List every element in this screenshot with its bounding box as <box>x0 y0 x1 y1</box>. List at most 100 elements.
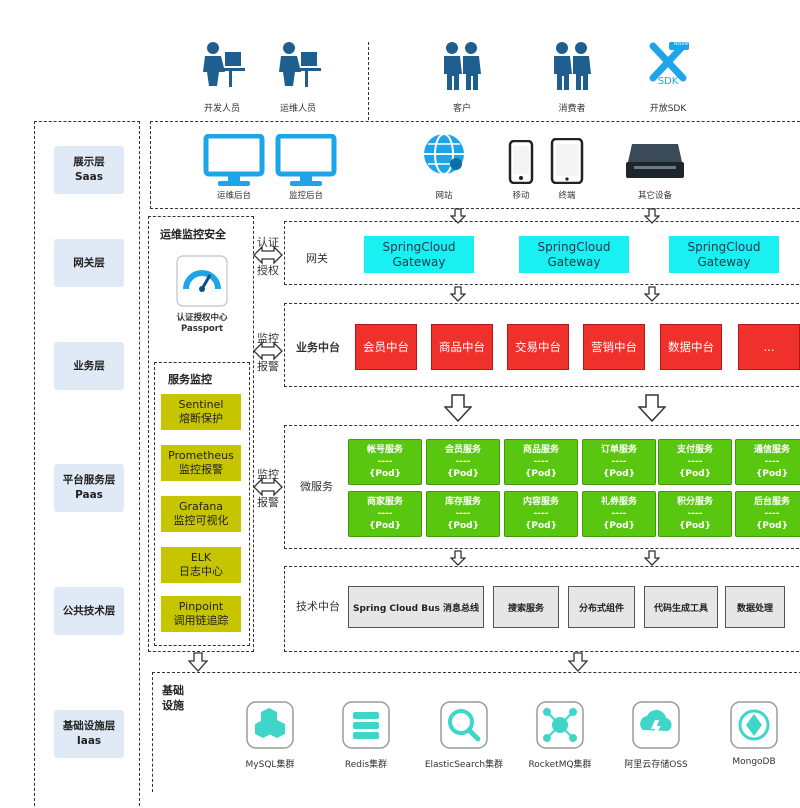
gateway-box-line1: SpringCloud <box>687 239 761 254</box>
business-box-3: 营销中台 <box>583 324 645 370</box>
customer-icon <box>439 40 485 94</box>
mysql-icon <box>245 700 295 750</box>
globe-icon <box>424 133 464 175</box>
microservice-frame <box>284 425 800 549</box>
monitor-item-desc: 熔断保护 <box>179 412 223 425</box>
layer-column-frame <box>34 121 140 808</box>
infra-label-4: 阿里云存储OSS <box>624 760 688 770</box>
infra-label-3: RocketMQ集群 <box>528 760 592 770</box>
down-arrow-small <box>449 208 467 224</box>
microservice-box: 商品服务----{Pod} <box>504 439 578 485</box>
down-arrow-small <box>449 550 467 566</box>
user-3 <box>549 40 595 94</box>
down-arrow-small <box>643 550 661 566</box>
infra-label-2: ElasticSearch集群 <box>424 760 504 770</box>
microservice-pod: {Pod} <box>602 521 636 531</box>
gateway-box-line2: Gateway <box>697 254 751 269</box>
elasticsearch-icon <box>439 700 489 750</box>
microservice-name: 订单服务 <box>600 445 637 455</box>
passport-label-en: Passport <box>180 324 224 334</box>
microservice-title: 微服务 <box>300 480 333 493</box>
layer-name: 平台服务层 <box>62 474 116 486</box>
down-arrow-small <box>643 286 661 302</box>
business-box-1: 商品中台 <box>431 324 493 370</box>
ops-console-monitor <box>202 133 266 194</box>
monitoring-frame <box>154 362 250 646</box>
monitor-item-name: Prometheus <box>168 449 234 462</box>
gauge-icon <box>176 255 228 307</box>
microservice-name: 礼券服务 <box>600 497 637 507</box>
connector-label-bottom: 授权 <box>257 264 279 277</box>
microservice-name: 后台服务 <box>753 497 790 507</box>
tablet-icon <box>550 137 584 185</box>
business-box-2: 交易中台 <box>507 324 569 370</box>
microservice-separator: ---- <box>377 457 393 467</box>
double-arrow-icon <box>252 245 284 265</box>
website-client <box>422 132 466 184</box>
double-arrow-icon <box>252 477 284 497</box>
infra-title-line1: 基础 <box>162 684 184 697</box>
mobile-client <box>508 139 534 185</box>
down-arrow-large <box>443 394 473 423</box>
display-frame <box>150 121 800 209</box>
user-2 <box>439 40 485 94</box>
microservice-pod: {Pod} <box>602 469 636 479</box>
down-arrow-medium <box>567 652 589 672</box>
microservice-name: 通信服务 <box>753 445 790 455</box>
consumer-icon <box>549 40 595 94</box>
microservice-box: 库存服务----{Pod} <box>426 491 500 537</box>
microservice-box: 内容服务----{Pod} <box>504 491 578 537</box>
microservice-pod: {Pod} <box>446 521 480 531</box>
microservice-name: 库存服务 <box>444 497 481 507</box>
microservice-pod: {Pod} <box>368 469 402 479</box>
tech-box-0: Spring Cloud Bus 消息总线 <box>348 586 484 628</box>
user-label-2: 客户 <box>452 104 471 114</box>
microservice-separator: ---- <box>611 457 627 467</box>
double-arrow-icon <box>252 341 284 361</box>
microservice-name: 帐号服务 <box>366 445 403 455</box>
microservice-box: 商家服务----{Pod} <box>348 491 422 537</box>
scanner-icon <box>626 144 684 178</box>
tech-box-2: 分布式组件 <box>568 586 635 628</box>
microservice-box: 支付服务----{Pod} <box>658 439 732 485</box>
business-title: 业务中台 <box>296 341 340 354</box>
infra-label-0: MySQL集群 <box>245 760 295 770</box>
monitor-item-name: Sentinel <box>178 398 224 411</box>
infra-label-1: Redis集群 <box>344 760 388 770</box>
microservice-pod: {Pod} <box>524 521 558 531</box>
monitor-console-monitor <box>274 133 338 194</box>
connector-label-top: 监控 <box>257 468 279 481</box>
monitor-item-desc: 监控报警 <box>179 463 223 476</box>
microservice-pod: {Pod} <box>755 521 789 531</box>
ops-console-label: 运维后台 <box>216 191 251 201</box>
layer-code: Saas <box>75 171 103 183</box>
developer-icon <box>199 40 245 94</box>
sdk-badge: Azure <box>673 41 689 47</box>
oss-icon <box>631 700 681 750</box>
microservice-separator: ---- <box>764 509 780 519</box>
microservice-name: 内容服务 <box>522 497 559 507</box>
microservice-name: 商品服务 <box>522 445 559 455</box>
infra-title-line2: 设施 <box>162 699 184 712</box>
down-arrow-small <box>449 286 467 302</box>
gateway-box-line2: Gateway <box>547 254 601 269</box>
layer-name: 网关层 <box>73 256 105 269</box>
gateway-box-line1: SpringCloud <box>382 239 456 254</box>
user-label-4: 开放SDK <box>649 104 687 114</box>
mobile-label: 移动 <box>512 191 530 201</box>
microservice-separator: ---- <box>687 509 703 519</box>
layer-label-4: 公共技术层 <box>54 587 124 635</box>
layer-label-1: 网关层 <box>54 239 124 287</box>
microservice-box: 通信服务----{Pod} <box>735 439 800 485</box>
user-label-3: 消费者 <box>558 104 586 114</box>
microservice-pod: {Pod} <box>755 469 789 479</box>
top-divider <box>368 42 369 120</box>
rocketmq-icon <box>535 700 585 750</box>
microservice-box: 积分服务----{Pod} <box>658 491 732 537</box>
monitor-item-name: Grafana <box>178 500 224 513</box>
